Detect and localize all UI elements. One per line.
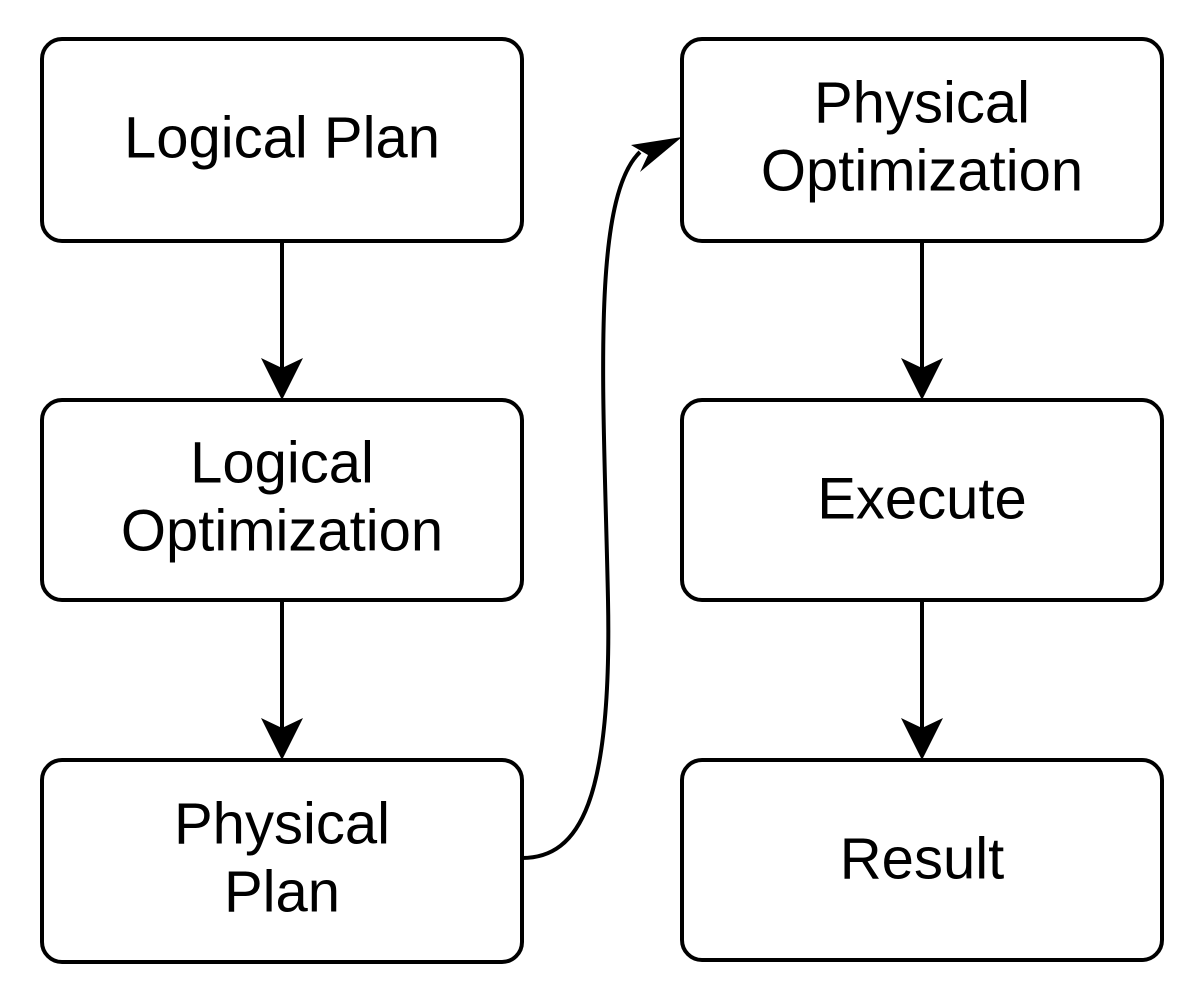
edge-2-arrowhead — [261, 718, 303, 760]
node-result[interactable]: Result — [680, 758, 1164, 962]
node-logical-optimization-shape[interactable] — [40, 398, 524, 602]
node-physical-plan[interactable]: Physical Plan — [40, 758, 524, 964]
node-execute[interactable]: Execute — [680, 398, 1164, 602]
node-physical-optimization-label-line-1: Physical — [814, 70, 1030, 135]
node-physical-optimization[interactable]: Physical Optimization — [680, 37, 1164, 243]
node-physical-plan-shape[interactable] — [40, 758, 524, 964]
node-logical-optimization-label-line-1: Logical — [190, 430, 374, 495]
node-execute-label-line-1: Execute — [817, 466, 1027, 531]
node-physical-optimization-shape[interactable] — [680, 37, 1164, 243]
edge-execute-to-result — [901, 600, 943, 760]
node-logical-plan-shape[interactable] — [40, 37, 524, 243]
node-logical-optimization[interactable]: Logical Optimization — [40, 398, 524, 602]
edge-3-arrowhead — [631, 137, 682, 172]
node-physical-plan-label-line-2: Plan — [224, 859, 340, 924]
node-logical-plan-label-line-1: Logical Plan — [124, 105, 440, 170]
node-physical-plan-label-line-1: Physical — [174, 791, 390, 856]
node-logical-optimization-label-line-2: Optimization — [121, 498, 443, 563]
edge-5-arrowhead — [901, 718, 943, 760]
node-physical-optimization-label-line-2: Optimization — [761, 138, 1083, 203]
edge-physical-optimization-to-execute — [901, 241, 943, 400]
node-logical-plan[interactable]: Logical Plan — [40, 37, 524, 243]
edge-physical-plan-to-physical-optimization — [521, 137, 682, 860]
edge-3-curve — [521, 150, 642, 860]
node-result-label-line-1: Result — [840, 826, 1004, 891]
edge-logical-optimization-to-physical-plan — [261, 600, 303, 760]
edge-1-arrowhead — [261, 358, 303, 400]
edge-4-arrowhead — [901, 358, 943, 400]
node-execute-shape[interactable] — [680, 398, 1164, 602]
node-result-shape[interactable] — [680, 758, 1164, 962]
edge-logical-plan-to-logical-optimization — [261, 241, 303, 400]
